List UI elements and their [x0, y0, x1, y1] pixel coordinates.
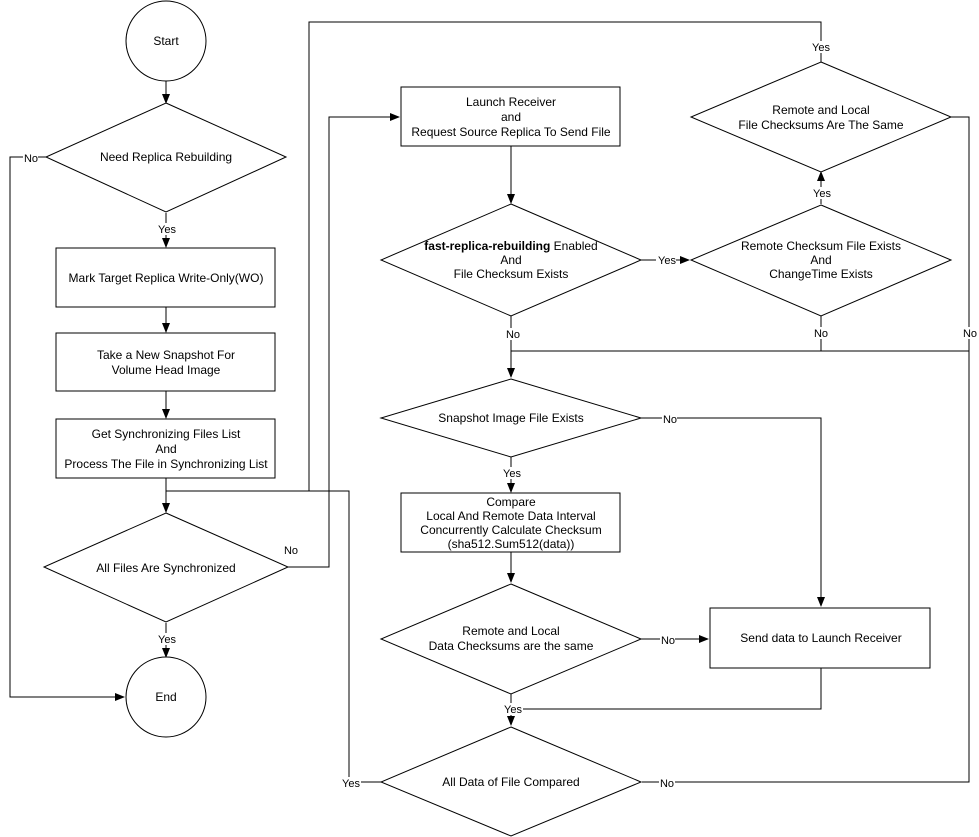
compare-label-line3: Concurrently Calculate Checksum	[420, 523, 601, 537]
fast-rebuild-label-bold: fast-replica-rebuilding	[424, 239, 550, 253]
edge-labels: Yes No No Yes Yes No Yes No Yes No Yes N…	[23, 41, 978, 790]
take-snapshot-process: Take a New Snapshot For Volume Head Imag…	[55, 332, 276, 392]
get-list-label-line1: Get Synchronizing Files List	[92, 427, 241, 441]
compare-label-line4: (sha512.Sum512(data))	[448, 537, 575, 551]
checksums-same-label-line1: Remote and Local	[772, 103, 869, 117]
all-compared-label: All Data of File Compared	[442, 775, 579, 789]
send-data-label: Send data to Launch Receiver	[740, 631, 901, 645]
data-checksums-label-line2: Data Checksums are the same	[429, 639, 594, 653]
checksums-same-label-line2: File Checksums Are The Same	[738, 118, 904, 132]
fast-rebuild-label-line3: File Checksum Exists	[454, 267, 569, 281]
remote-checksum-label-line2: And	[810, 253, 831, 267]
all-synced-label: All Files Are Synchronized	[96, 561, 235, 575]
edge-allsynced-no-to-launch	[288, 113, 400, 568]
file-checksums-same-decision: Remote and Local File Checksums Are The …	[689, 61, 953, 173]
compare-label-line1: Compare	[486, 495, 536, 509]
same-yes-label: Yes	[812, 42, 830, 54]
send-data-process: Send data to Launch Receiver	[709, 607, 931, 669]
need-no-label: No	[24, 153, 38, 165]
same-no-label: No	[963, 328, 977, 340]
start-label: Start	[153, 34, 179, 48]
all-compared-decision: All Data of File Compared	[379, 726, 643, 837]
snapshot-label-line2: Volume Head Image	[112, 363, 221, 377]
edge-send-to-merge	[511, 668, 822, 710]
allcompared-yes-label: Yes	[342, 778, 360, 790]
remote-no-label: No	[814, 328, 828, 340]
remote-checksum-label-line3: ChangeTime Exists	[769, 267, 873, 281]
mark-write-only-process: Mark Target Replica Write-Only(WO)	[55, 247, 276, 308]
mark-write-only-label: Mark Target Replica Write-Only(WO)	[69, 271, 264, 285]
fast-rebuild-decision: fast-replica-rebuilding Enabled And File…	[379, 203, 643, 317]
snapshot-label-line1: Take a New Snapshot For	[97, 348, 235, 362]
data-checksums-decision: Remote and Local Data Checksums are the …	[379, 583, 643, 695]
need-rebuilding-label: Need Replica Rebuilding	[100, 150, 232, 164]
remote-checksum-label-line1: Remote Checksum File Exists	[741, 239, 901, 253]
snapshot-exists-label: Snapshot Image File Exists	[438, 411, 583, 425]
start-node: Start	[125, 0, 207, 82]
edge-snapexists-no-to-send	[641, 417, 825, 607]
get-list-label-line2: And	[155, 442, 176, 456]
launch-label-line1: Launch Receiver	[466, 95, 556, 109]
get-list-label-line3: Process The File in Synchronizing List	[64, 457, 268, 471]
fast-rebuild-label-line1: fast-replica-rebuilding Enabled	[424, 239, 597, 253]
compare-label-line2: Local And Remote Data Interval	[426, 509, 595, 523]
launch-label-line2: and	[501, 110, 521, 124]
datachecksums-yes-label: Yes	[504, 704, 522, 716]
remote-yes-label: Yes	[813, 188, 831, 200]
allcompared-no-label: No	[660, 778, 674, 790]
get-sync-list-process: Get Synchronizing Files List And Process…	[55, 418, 276, 479]
remote-checksum-decision: Remote Checksum File Exists And ChangeTi…	[689, 204, 953, 317]
need-yes-label: Yes	[158, 224, 176, 236]
snapexists-no-label: No	[663, 414, 677, 426]
edge-same-no-right	[642, 116, 970, 783]
fast-yes-label: Yes	[658, 255, 676, 267]
allsynced-yes-label: Yes	[158, 634, 176, 646]
data-checksums-label-line1: Remote and Local	[462, 624, 559, 638]
launch-receiver-process: Launch Receiver and Request Source Repli…	[400, 86, 621, 147]
compare-process: Compare Local And Remote Data Interval C…	[400, 492, 621, 553]
datachecksums-no-label: No	[661, 635, 675, 647]
end-node: End	[125, 656, 207, 738]
fast-no-label: No	[506, 329, 520, 341]
snapshot-exists-decision: Snapshot Image File Exists	[379, 378, 643, 458]
fast-rebuild-label-line2: And	[500, 253, 521, 267]
fast-rebuild-label-rest: Enabled	[550, 239, 597, 253]
allsynced-no-label: No	[284, 545, 298, 557]
all-synced-decision: All Files Are Synchronized	[42, 512, 290, 623]
end-label: End	[155, 690, 176, 704]
nodes: Start Need Replica Rebuilding Mark Targe…	[42, 0, 953, 837]
launch-label-line3: Request Source Replica To Send File	[411, 125, 611, 139]
need-rebuilding-decision: Need Replica Rebuilding	[44, 102, 288, 213]
edge-allcompared-yes-to-getlist	[166, 490, 381, 783]
snapexists-yes-label: Yes	[503, 468, 521, 480]
